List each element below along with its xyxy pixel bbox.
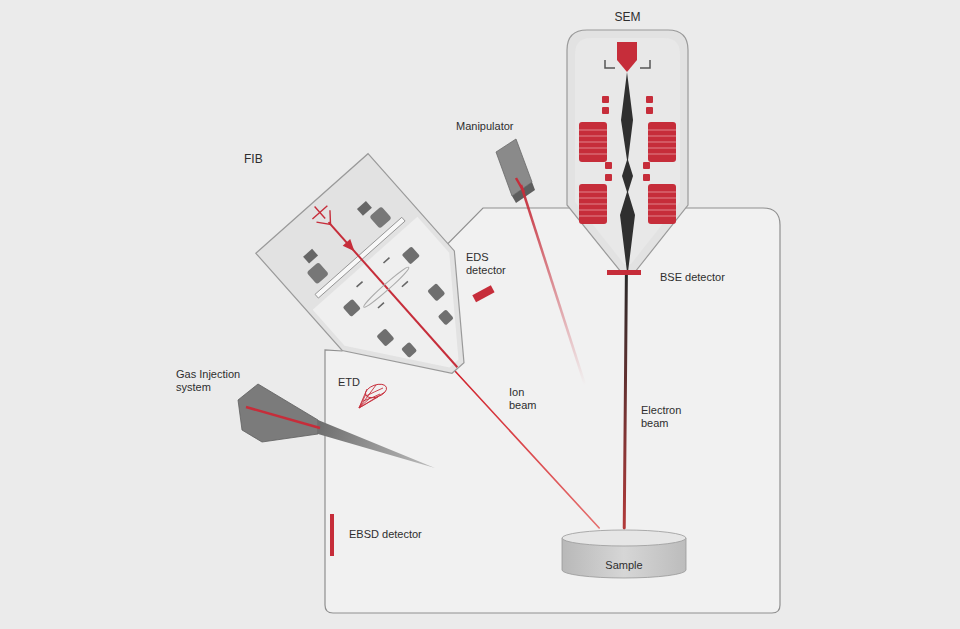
fib-lens-section: [313, 217, 507, 410]
aperture: [643, 162, 650, 169]
fib-lens: [362, 265, 411, 309]
fib-lens-block: [306, 262, 329, 285]
fib-plate: [315, 217, 405, 298]
beam-connector: [452, 368, 599, 528]
beam-label: Electron beam: [641, 404, 691, 430]
sem-node: SEM: [565, 10, 690, 275]
ion-source: [307, 200, 338, 231]
fib-lens-block: [427, 283, 445, 301]
fib-column-group: [256, 154, 514, 418]
aperture: [602, 107, 609, 114]
ebsd-detector-bar: [330, 514, 334, 556]
fib-lens-block: [343, 299, 361, 317]
beam-connector: [624, 275, 626, 528]
electron-beam-crossover: [620, 72, 635, 272]
fib-aperture: [343, 239, 358, 255]
sem-internals: [575, 38, 680, 272]
fib-lens-block: [369, 206, 392, 229]
sem-outline: [565, 10, 690, 275]
sem-inner-panel: [575, 38, 680, 264]
sample-body: [562, 538, 686, 578]
fib-internals: [262, 160, 509, 414]
fib-lens-block: [401, 342, 417, 358]
fib-lens-block: [438, 309, 454, 325]
gas-injection-nozzle: [238, 384, 435, 468]
fib-electrode: [303, 249, 318, 264]
gis-body: [238, 384, 318, 442]
aperture: [602, 96, 609, 103]
aperture: [643, 174, 650, 181]
ion-beam-inner: [329, 222, 458, 367]
part-label: BSE detector: [660, 271, 725, 284]
fib-lens-block: [402, 246, 420, 264]
condenser-coils: [579, 122, 676, 224]
manipulator-body: [496, 139, 532, 196]
manipulator-tip: [512, 182, 535, 203]
part-label: Manipulator: [456, 120, 513, 133]
fib-outline: [230, 140, 465, 368]
manipulator-needle: [516, 178, 524, 192]
bse-detector-bar: [607, 270, 641, 275]
aperture: [605, 162, 612, 169]
eds-detector-bar: [472, 285, 494, 302]
coil-windings: [579, 130, 676, 216]
etd-mesh-symbol: [359, 382, 388, 408]
coil: [579, 122, 607, 162]
gis-gas-line: [246, 407, 320, 428]
manipulator-needle-line: [521, 185, 585, 385]
coil: [648, 122, 676, 162]
sample-outline: [560, 528, 688, 582]
part-label: EDS detector: [466, 251, 522, 277]
part-label: ETD: [338, 376, 360, 389]
fib-column-outline: [256, 154, 514, 418]
etd-mesh-rings: [363, 388, 383, 401]
fib-node: FIB: [230, 140, 465, 368]
part-label: Gas Injection system: [176, 368, 258, 394]
aperture: [646, 96, 653, 103]
etd-mesh-rim: [364, 382, 389, 401]
fib-lens-block: [376, 328, 394, 346]
node-label: Sample: [560, 558, 688, 572]
node-label: FIB: [244, 152, 284, 166]
aperture: [646, 107, 653, 114]
fib-electrode: [357, 201, 372, 216]
fib-deflectors: [357, 258, 410, 310]
beam-group: [452, 275, 626, 528]
apertures: [602, 96, 653, 181]
coil: [648, 184, 676, 224]
vacuum-chamber: [325, 208, 780, 613]
beam-label: Ion beam: [509, 386, 549, 412]
aperture: [605, 174, 612, 181]
gis-needle: [318, 420, 435, 468]
manipulator-arm: [496, 139, 585, 385]
electron-gun: [617, 42, 637, 72]
node-label: SEM: [565, 10, 690, 24]
part-label: EBSD detector: [349, 528, 422, 541]
sem-column-outline: [567, 30, 688, 272]
wehnelt-cap: [605, 60, 650, 68]
coil: [579, 184, 607, 224]
sample-node: Sample: [560, 528, 688, 582]
etd-mesh-lines: [359, 385, 385, 408]
sample-top: [562, 530, 686, 546]
